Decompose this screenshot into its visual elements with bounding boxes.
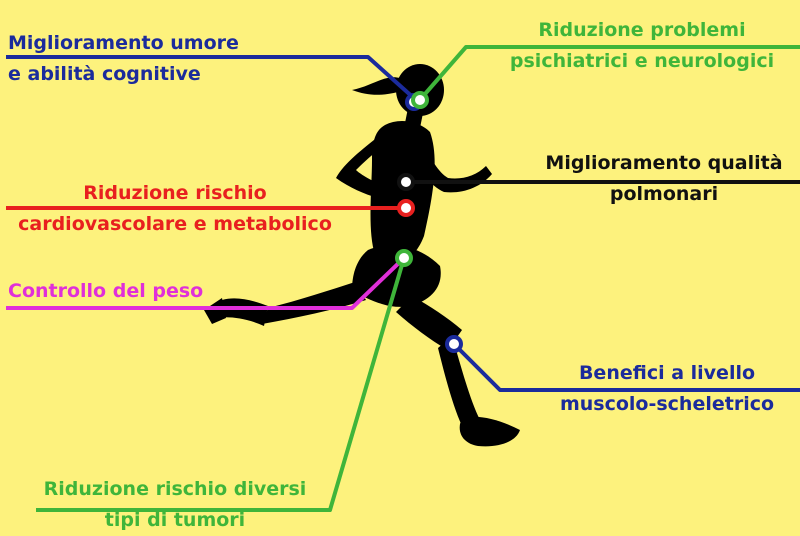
label-tumors-line1: Riduzione rischio diversi bbox=[43, 478, 307, 500]
connector-muscle bbox=[452, 342, 800, 392]
marker-cardio bbox=[397, 199, 415, 217]
label-tumors-line2: tipi di tumori bbox=[104, 509, 246, 531]
label-weight: Controllo del peso bbox=[8, 276, 203, 307]
label-mood: Miglioramento umore e abilità cognitive bbox=[8, 28, 239, 90]
runner-silhouette-icon bbox=[204, 64, 520, 447]
label-psych-line2: psichiatrici e neurologici bbox=[509, 50, 775, 72]
marker-lungs bbox=[397, 173, 415, 191]
label-lungs: Miglioramento qualità polmonari bbox=[532, 148, 796, 210]
marker-muscle bbox=[445, 335, 463, 353]
connector-tumors bbox=[36, 257, 406, 512]
label-lungs-line1: Miglioramento qualità bbox=[545, 152, 783, 174]
connector-mood bbox=[6, 55, 418, 102]
label-mood-line1: Miglioramento umore bbox=[8, 32, 239, 54]
label-muscle-line2: muscolo-scheletrico bbox=[559, 393, 775, 415]
marker-weight-tumors bbox=[395, 249, 413, 267]
connector-lines bbox=[6, 45, 800, 512]
label-psych: Riduzione problemi psichiatrici e neurol… bbox=[490, 15, 794, 77]
label-psych-line1: Riduzione problemi bbox=[538, 19, 746, 41]
label-cardio-line2: cardiovascolare e metabolico bbox=[18, 213, 332, 235]
label-cardio: Riduzione rischio cardiovascolare e meta… bbox=[0, 178, 350, 240]
label-mood-line2: e abilità cognitive bbox=[8, 63, 201, 85]
label-muscle: Benefici a livello muscolo-scheletrico bbox=[540, 358, 794, 420]
label-tumors: Riduzione rischio diversi tipi di tumori bbox=[30, 474, 320, 536]
label-lungs-line2: polmonari bbox=[609, 183, 719, 205]
connector-psych bbox=[416, 45, 800, 104]
label-cardio-line1: Riduzione rischio bbox=[83, 182, 267, 204]
label-weight-line1: Controllo del peso bbox=[8, 280, 204, 302]
label-muscle-line1: Benefici a livello bbox=[578, 362, 756, 384]
marker-psych bbox=[411, 91, 429, 109]
markers bbox=[395, 91, 463, 353]
connector-weight bbox=[6, 256, 406, 310]
